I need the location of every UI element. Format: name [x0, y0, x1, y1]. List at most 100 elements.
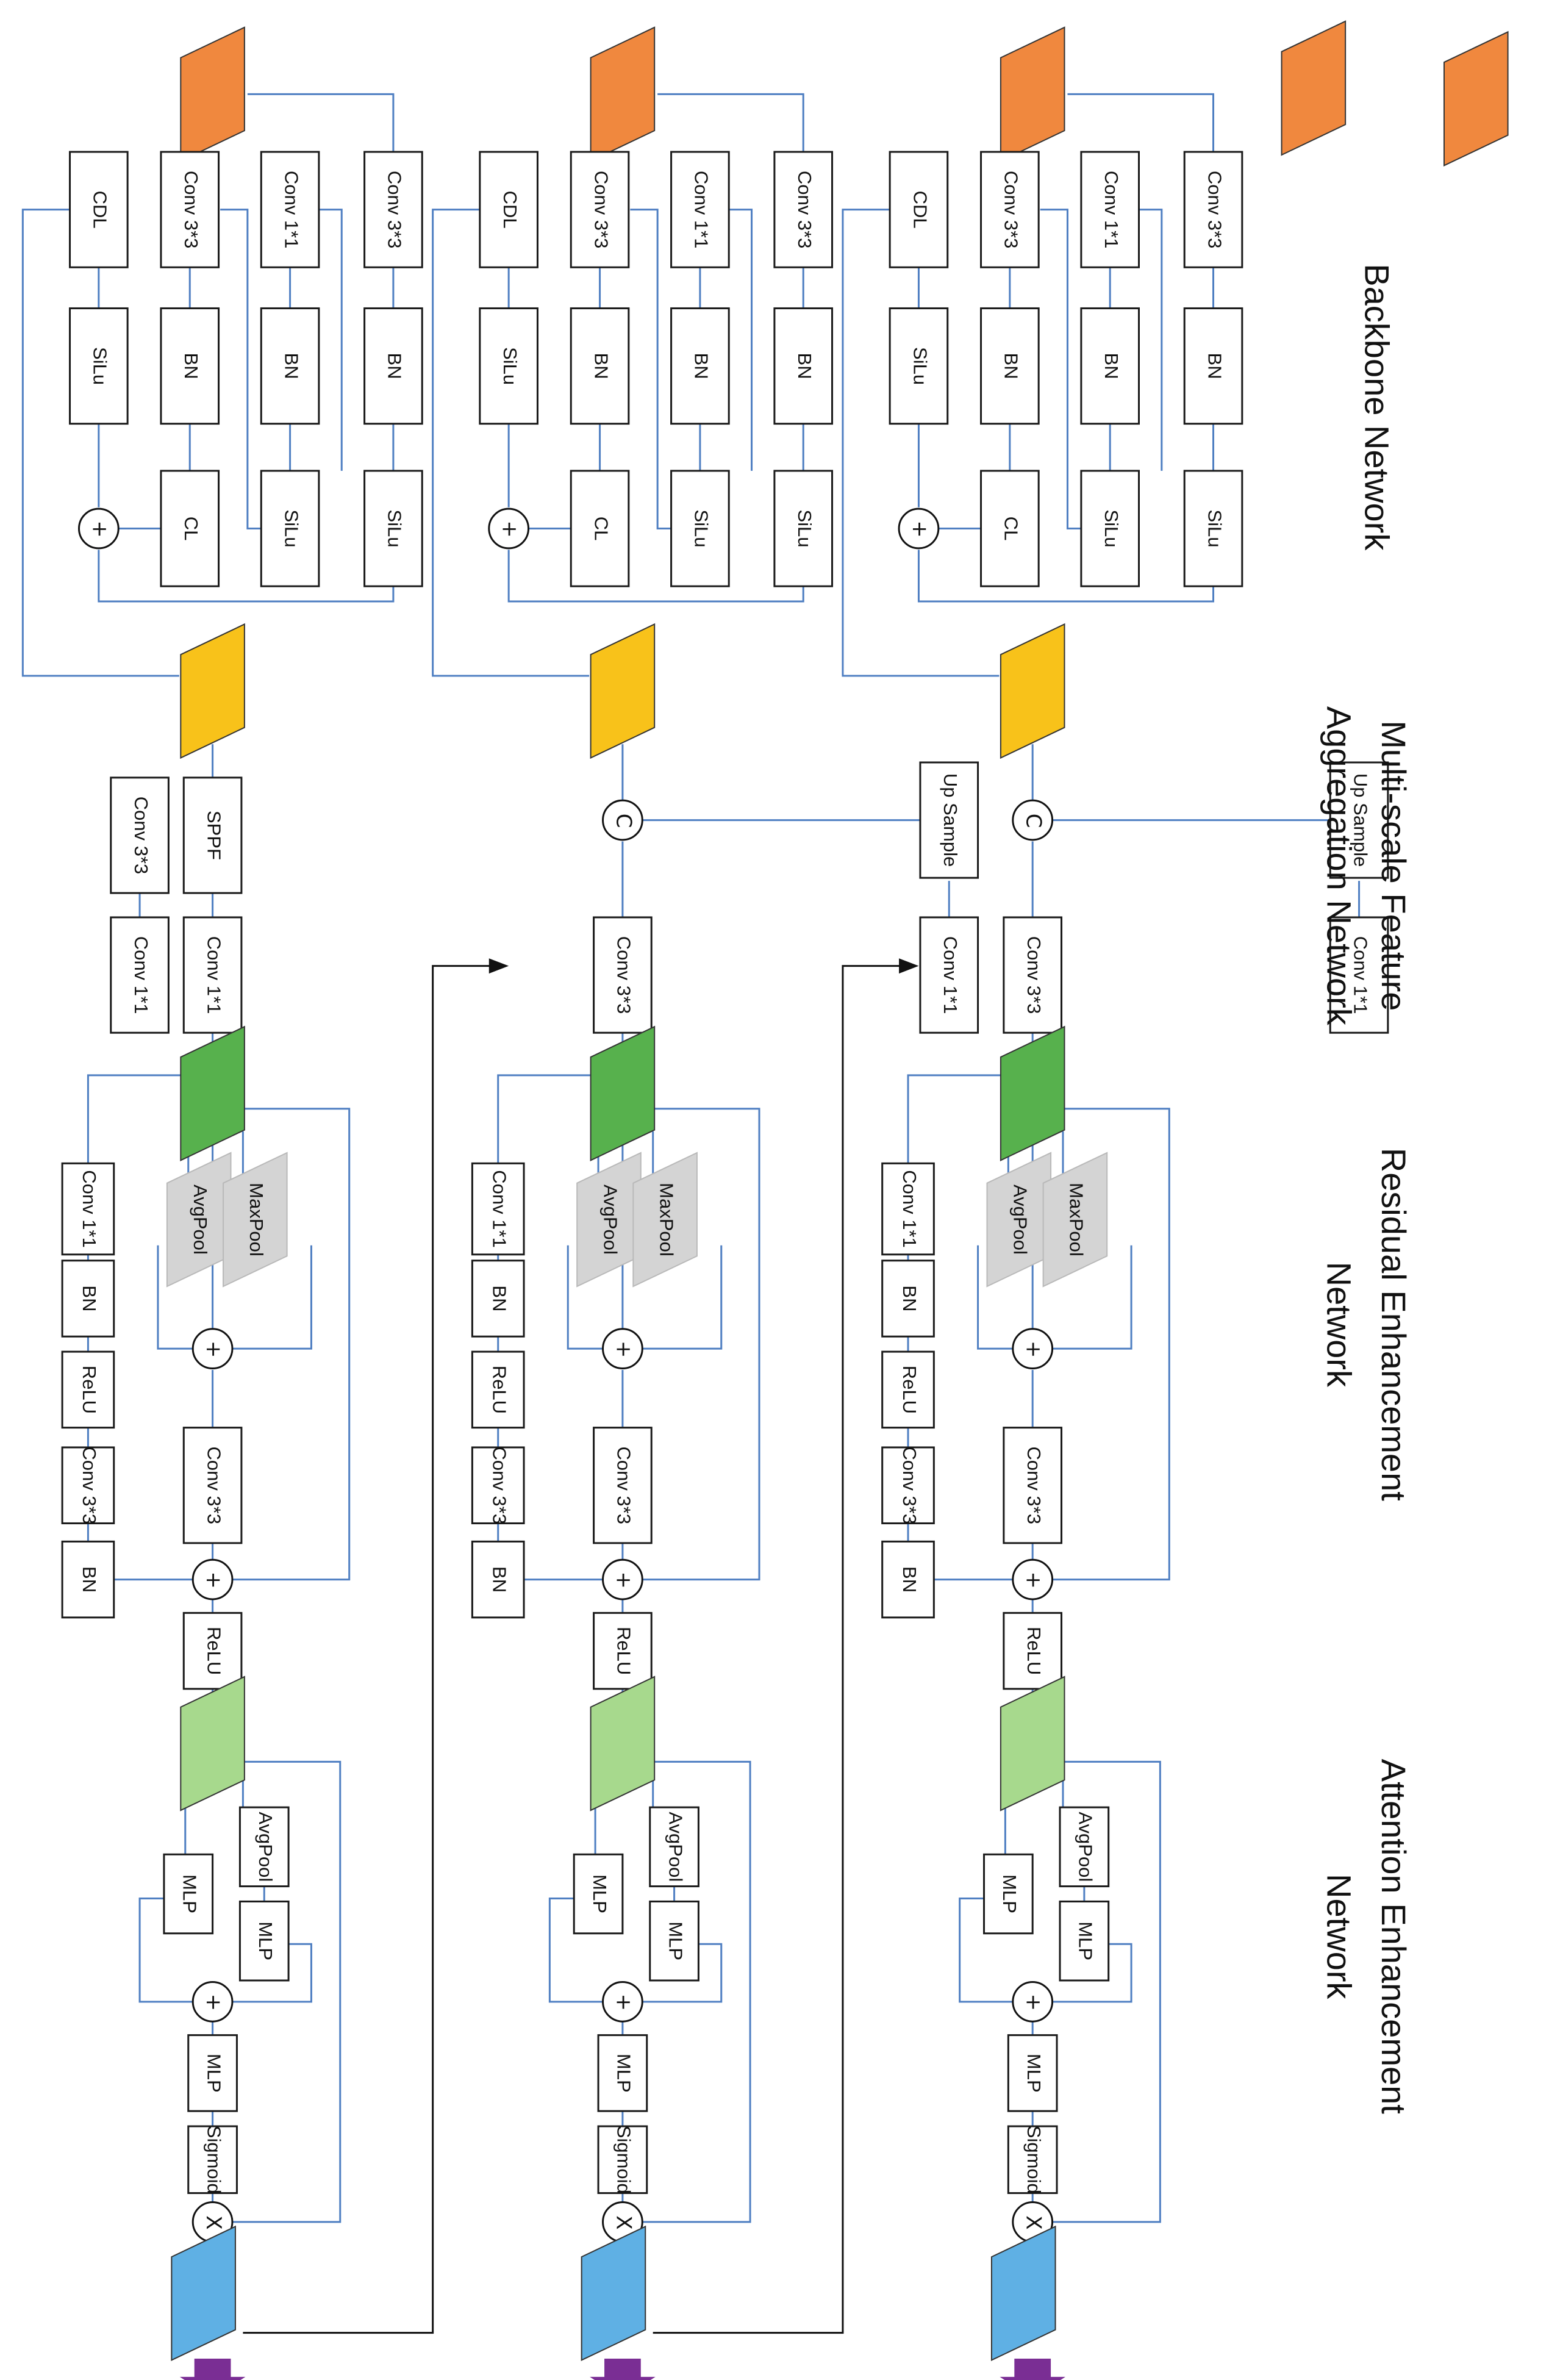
scale2-backbone-conv33-a-label: Conv 3*3 — [794, 171, 815, 249]
scale1-backbone-add-symbol: + — [907, 520, 932, 538]
scale1-ren-conv11-box — [881, 1162, 935, 1256]
scale3-aen-mlp-b-box — [238, 1900, 290, 1982]
scale3-msfa-conv33-label: Conv 3*3 — [131, 797, 152, 875]
connector-line — [1012, 765, 1361, 822]
scale1-ren-relu-box — [1003, 1611, 1063, 1690]
scale2-aen-avgpool-label: AvgPool — [665, 1812, 686, 1882]
connector-line — [959, 1898, 1013, 2003]
scale1-aen-avgpool-label: AvgPool — [1075, 1812, 1096, 1882]
scale1-aen-mlp-a-box — [983, 1853, 1034, 1935]
connector-line — [87, 1074, 182, 1164]
scale2-backbone-silu-c-box — [479, 307, 538, 425]
scale3-aen-mlp-c-box — [187, 2034, 238, 2112]
scale1-aen-add-symbol: + — [1021, 1994, 1046, 2012]
scale2-ren-conv33-b-box — [471, 1446, 525, 1524]
scale1-aen-sigmoid-label: Sigmoid — [1023, 2126, 1045, 2194]
scale3-aen-add-symbol: + — [201, 1994, 226, 2012]
connector-line — [232, 1943, 312, 2003]
scale1-ren-relu-label: ReLU — [1023, 1627, 1045, 1675]
arrow-head-b — [488, 958, 509, 974]
scale2-ren-output-feature — [590, 1676, 656, 1812]
scale2-backbone-bn-a-box — [773, 307, 834, 425]
scale3-backbone-silu-a-box — [363, 470, 423, 587]
connector-line — [497, 1074, 593, 1164]
connector-line — [317, 209, 343, 471]
scale1-backbone-conv11-box — [1080, 151, 1140, 268]
scale1-backbone-cdl-label: CDL — [909, 191, 931, 229]
arrow-head-a — [899, 958, 919, 974]
scale2-backbone-bn-c-label: BN — [590, 353, 612, 379]
scale3-backbone-add-symbol: + — [87, 520, 112, 538]
scale2-ren-bn-b-box — [471, 1540, 525, 1619]
scale1-aen-avgpool-box — [1059, 1806, 1110, 1888]
scale2-msfa-concat-symbol: C — [611, 814, 635, 828]
scale2-backbone-silu-b-label: SiLu — [691, 509, 712, 547]
connector-line — [642, 1245, 723, 1350]
scale2-backbone-silu-a-label: SiLu — [794, 509, 815, 547]
scale2-ren-bn-b-label: BN — [489, 1566, 510, 1593]
scale3-backbone-add-node — [77, 507, 120, 550]
scale3-backbone-bn-c-box — [160, 307, 220, 425]
scale1-ren-bn-a-box — [881, 1260, 935, 1338]
scale3-backbone-conv11-box — [260, 151, 320, 268]
scale2-aen-mlp-b-label: MLP — [665, 1921, 686, 1960]
connector-line — [1052, 1943, 1132, 2003]
scale1-msfa-upsample-box — [1329, 761, 1389, 879]
connector-line — [917, 550, 1215, 603]
scale3-backbone-silu-b-label: SiLu — [281, 509, 302, 547]
scale2-backbone-silu-c-label: SiLu — [499, 347, 521, 385]
scale3-backbone-silu-b-box — [260, 470, 320, 587]
scale2-backbone-bn-a-label: BN — [794, 353, 815, 379]
scale1-attention-output-feature — [990, 2225, 1056, 2362]
scale3-ren-bn-b-box — [61, 1540, 115, 1619]
scale3-backbone-cdl-box — [69, 151, 129, 268]
scale3-ren-relu-b-label: ReLU — [79, 1366, 100, 1414]
scale2-aen-multiply-symbol: X — [611, 2215, 635, 2229]
scale3-backbone-conv33-a-box — [363, 151, 423, 268]
scale1-backbone-add-node — [898, 507, 940, 550]
scale2-aen-add-node — [602, 1980, 643, 2023]
scale1-backbone-cl-label: CL — [1001, 517, 1022, 541]
scale2-ren-maxpool-label: MaxPool — [656, 1183, 677, 1256]
scale1-msfa-concat-node — [1012, 799, 1054, 841]
scale3-ren-bn-a-label: BN — [79, 1285, 100, 1311]
scale3-backbone-conv33-b-label: Conv 3*3 — [181, 171, 202, 249]
scale3-attention-output-feature — [171, 2225, 236, 2362]
scale3-aen-mlp-b-label: MLP — [255, 1921, 276, 1960]
scale1-ren-add-pool-symbol: + — [1021, 1341, 1046, 1358]
connector-line — [138, 1898, 193, 2003]
connector-line — [727, 209, 753, 471]
scale3-ren-relu-b-box — [61, 1350, 115, 1429]
scale1-backbone-cl-box — [980, 470, 1040, 587]
scale3-msfa-conv11-a-box — [182, 916, 243, 1034]
scale2-msfa-conv33-box — [593, 916, 653, 1034]
scale3-msfa-conv11-b-label: Conv 1*1 — [131, 936, 152, 1014]
scale1-backbone-conv33-a-box — [1183, 151, 1243, 268]
scale2-ren-add-residual-symbol: + — [611, 1571, 635, 1589]
scale3-backbone-conv33-a-label: Conv 3*3 — [384, 171, 406, 249]
scale1-ren-conv11-label: Conv 1*1 — [899, 1170, 920, 1248]
scale1-backbone-bn-c-box — [980, 307, 1040, 425]
connector-line — [630, 209, 674, 530]
scale2-backbone-add-symbol: + — [498, 520, 522, 538]
scale1-ren-relu-b-box — [881, 1350, 935, 1429]
scale3-final-output-arrow — [179, 2358, 246, 2380]
scale3-ren-add-residual-node — [191, 1558, 234, 1600]
scale1-msfa-output-feature — [1000, 1025, 1065, 1161]
scale2-backbone-cl-box — [570, 470, 630, 587]
scale3-ren-conv33-box — [182, 1427, 243, 1544]
connector-line — [432, 209, 590, 677]
scale1-backbone-bn-a-box — [1183, 307, 1243, 425]
title-residual-line2: Network — [1320, 1262, 1358, 1388]
scale2-backbone-add-node — [488, 507, 530, 550]
scale3-ren-conv33-b-label: Conv 3*3 — [79, 1446, 100, 1524]
scale3-ren-add-residual-symbol: + — [201, 1571, 226, 1589]
scale1-ren-bn-b-box — [881, 1540, 935, 1619]
scale2-backbone-conv33-b-box — [570, 151, 630, 268]
title-msfa-line2: Aggregation Network — [1320, 706, 1358, 1026]
scale3-ren-relu-box — [182, 1611, 243, 1690]
scale3-backbone-silu-c-box — [69, 307, 129, 425]
scale3-input-feature-map — [180, 26, 245, 162]
scale1-aen-sigmoid-box — [1007, 2125, 1058, 2195]
scale1-backbone-output-feature — [1000, 623, 1065, 759]
